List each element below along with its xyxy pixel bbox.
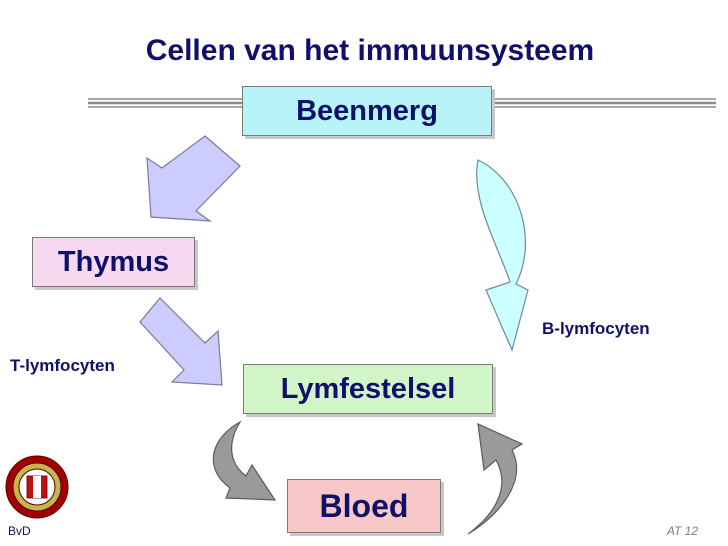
node-lymfestelsel: Lymfestelsel — [243, 364, 493, 414]
node-beenmerg: Beenmerg — [242, 86, 492, 136]
label-t-lymfocyten: T-lymfocyten — [10, 356, 115, 375]
footer-author: BvD — [8, 524, 31, 538]
arrow-thymus-to-lymfestelsel — [139, 297, 223, 386]
slide-title: Cellen van het immuunsysteem — [145, 34, 595, 67]
arrow-bloed-to-lymfestelsel — [467, 423, 524, 535]
arrow-beenmerg-to-lymfestelsel — [476, 159, 529, 352]
arrow-beenmerg-to-thymus — [146, 135, 241, 222]
node-bloed: Bloed — [287, 479, 441, 533]
university-seal-icon — [5, 455, 69, 519]
label-b-lymfocyten: B-lymfocyten — [542, 319, 650, 338]
node-thymus: Thymus — [32, 237, 195, 287]
arrow-lymfestelsel-to-bloed — [212, 420, 277, 501]
footer-page-number: AT 12 — [666, 524, 698, 538]
